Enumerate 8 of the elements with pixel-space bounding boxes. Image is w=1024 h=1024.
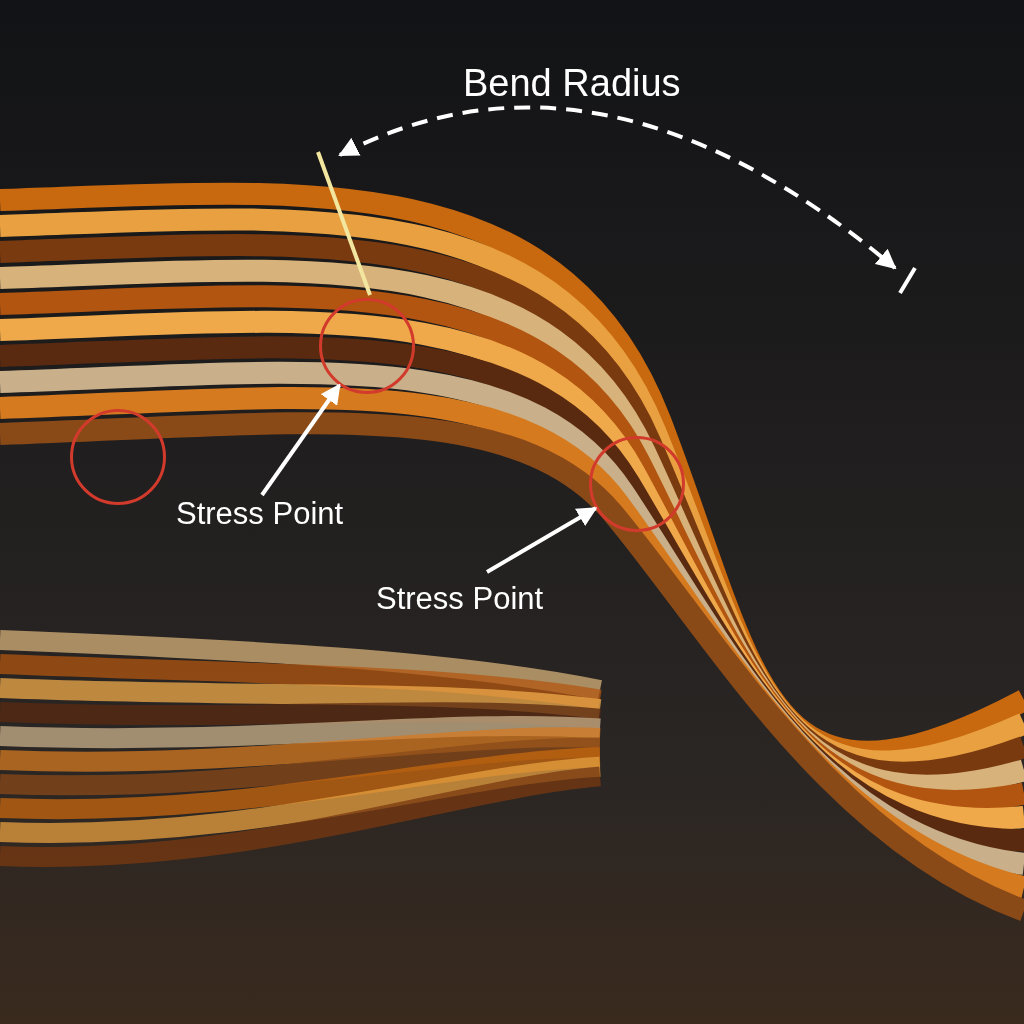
highlight-circle [70, 409, 166, 505]
callout-label: Stress Point [176, 495, 344, 533]
highlight-circle [589, 436, 685, 532]
dimension-label: Bend Radius [463, 61, 681, 106]
leader-arrow [260, 383, 341, 497]
highlight-circle [319, 298, 415, 394]
callout-label: Stress Point [376, 580, 544, 618]
leader-arrow [486, 506, 598, 574]
